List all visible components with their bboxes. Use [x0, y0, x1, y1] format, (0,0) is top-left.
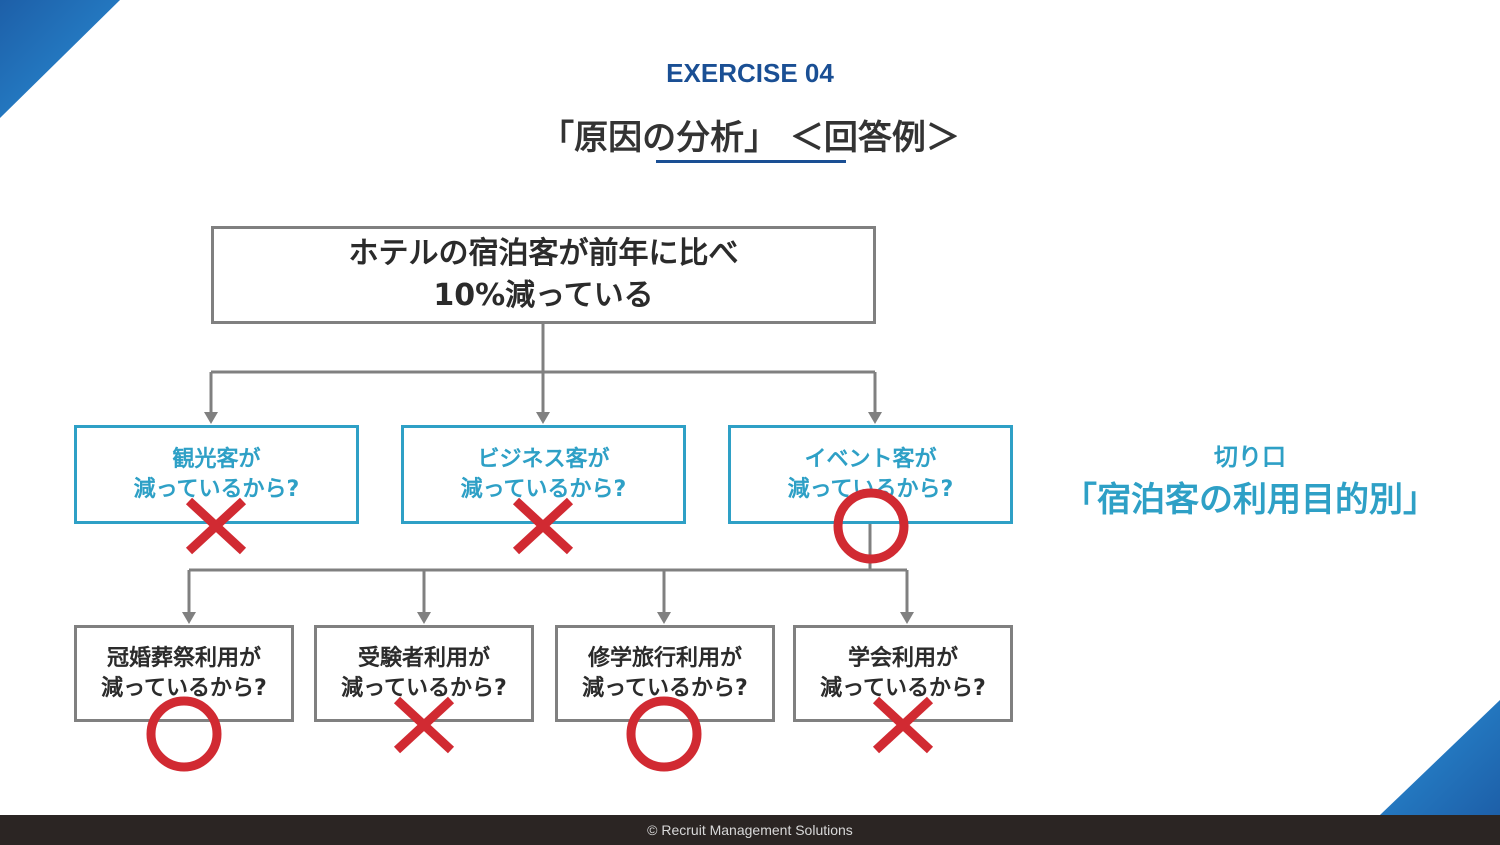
arrowhead-l2-1: [417, 612, 431, 624]
level2-line-1: 修学旅行利用が: [587, 645, 742, 671]
circle-mark-icon: [626, 696, 702, 772]
arrowhead-l2-3: [900, 612, 914, 624]
page-title: 「原因の分析」 ＜回答例＞: [540, 118, 960, 158]
exercise-label: EXERCISE 04: [666, 58, 834, 88]
level1-line-1: イベント客が: [804, 446, 937, 472]
circle-mark-icon: [833, 488, 909, 564]
cross-mark-icon: [512, 497, 574, 555]
level2-box-exam: 受験者利用が 減っているから?: [314, 625, 534, 722]
arrowhead-l1-0: [204, 412, 218, 424]
arrowhead-l1-2: [868, 412, 882, 424]
level1-line-1: 観光客が: [172, 446, 261, 472]
level2-line-1: 学会利用が: [847, 645, 958, 671]
cut-label-small: 切り口: [1214, 443, 1286, 471]
root-line-2: 10%減っている: [433, 278, 654, 313]
level2-line-1: 受験者利用が: [357, 645, 490, 671]
circle-mark-icon: [146, 696, 222, 772]
level1-box-sightseeing: 観光客が 減っているから?: [74, 425, 359, 524]
level2-line-2: 減っているから?: [341, 675, 507, 701]
level2-line-1: 冠婚葬祭利用が: [106, 645, 261, 671]
arrowhead-l2-0: [182, 612, 196, 624]
arrowhead-l2-2: [657, 612, 671, 624]
cut-label-big: 「宿泊客の利用目的別」: [1063, 480, 1437, 520]
level1-box-business: ビジネス客が 減っているから?: [401, 425, 686, 524]
level2-line-2: 減っているから?: [582, 675, 748, 701]
level1-line-2: 減っているから?: [460, 476, 627, 502]
cross-mark-icon: [393, 696, 455, 754]
cross-mark-icon: [872, 696, 934, 754]
level1-line-2: 減っているから?: [133, 476, 300, 502]
cross-mark-icon: [185, 497, 247, 555]
footer-copyright: © Recruit Management Solutions: [0, 815, 1500, 845]
title-underline: [656, 160, 846, 163]
level2-box-school-trip: 修学旅行利用が 減っているから?: [555, 625, 775, 722]
level2-line-2: 減っているから?: [820, 675, 986, 701]
level2-line-2: 減っているから?: [101, 675, 267, 701]
level1-line-1: ビジネス客が: [477, 446, 610, 472]
root-line-1: ホテルの宿泊客が前年に比べ: [348, 236, 739, 271]
arrowhead-l1-1: [536, 412, 550, 424]
root-cause-box: ホテルの宿泊客が前年に比べ 10%減っている: [211, 226, 876, 324]
level2-box-ceremony: 冠婚葬祭利用が 減っているから?: [74, 625, 294, 722]
